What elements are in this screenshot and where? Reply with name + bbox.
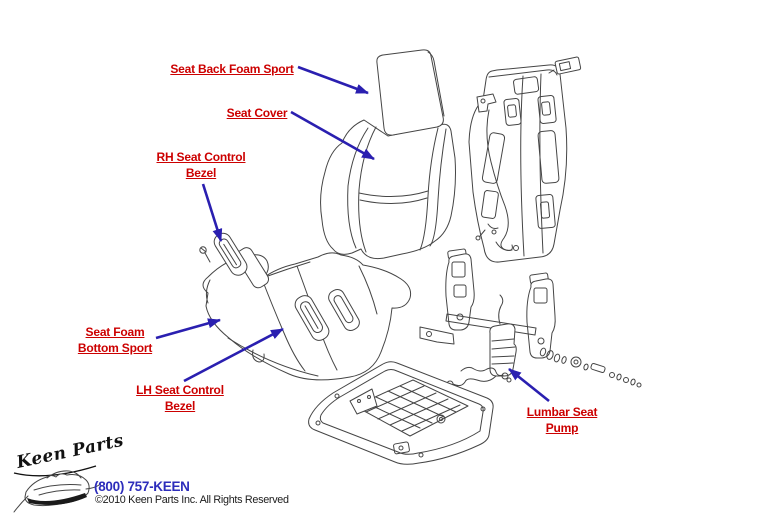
label-line: Lumbar Seat xyxy=(526,405,598,419)
pan-wire xyxy=(460,366,504,377)
seat-back-assembly xyxy=(320,49,456,260)
label-seat-back-foam-sport[interactable]: Seat Back Foam Sport xyxy=(157,61,307,77)
lh-control-bezel-a xyxy=(294,295,330,341)
pump-wire xyxy=(452,375,497,387)
headrest-bracket xyxy=(554,56,582,75)
copyright-text: ©2010 Keen Parts Inc. All Rights Reserve… xyxy=(95,494,289,506)
label-line: Bezel xyxy=(185,166,217,180)
label-line: Seat Foam xyxy=(85,325,145,339)
side-hook xyxy=(476,93,497,113)
arrow-seat-cover xyxy=(290,110,375,161)
label-rh-seat-control-bezel[interactable]: RH Seat Control Bezel xyxy=(136,149,266,181)
bezel-screw xyxy=(199,246,211,263)
lumbar-pump-assembly xyxy=(419,248,642,388)
seat-bottom-foam-assembly xyxy=(199,232,412,381)
lumbar-pump xyxy=(489,323,517,377)
label-line: RH Seat Control xyxy=(156,150,246,164)
arrow-seat-foam-bottom-sport xyxy=(155,318,221,340)
label-line: Seat Cover xyxy=(226,106,288,120)
headrest xyxy=(376,49,444,136)
seat-bottom-pan xyxy=(308,361,512,465)
label-lumbar-seat-pump[interactable]: Lumbar Seat Pump xyxy=(502,404,622,436)
label-line: Bezel xyxy=(164,399,196,413)
arrow-rh-seat-control-bezel xyxy=(201,183,223,242)
label-seat-cover[interactable]: Seat Cover xyxy=(197,105,317,121)
label-line: Bottom Sport xyxy=(77,341,153,355)
label-line: Pump xyxy=(545,421,579,435)
leader-arrows xyxy=(155,65,550,403)
label-line: LH Seat Control xyxy=(136,383,224,397)
corvette-sketch xyxy=(13,470,100,513)
seat-back-frame xyxy=(468,56,582,263)
phone-number[interactable]: (800) 757-KEEN xyxy=(94,479,190,494)
label-lh-seat-control-bezel[interactable]: LH Seat Control Bezel xyxy=(115,382,245,414)
exploded-hardware xyxy=(539,347,642,388)
arrow-seat-back-foam-sport xyxy=(297,65,369,95)
rh-control-bezel xyxy=(213,232,248,276)
arrow-lh-seat-control-bezel xyxy=(183,327,284,383)
logo-script-text: Keen Parts xyxy=(14,431,126,473)
arrow-lumbar-seat-pump xyxy=(508,367,550,403)
label-line: Seat Back Foam Sport xyxy=(170,62,294,76)
label-seat-foam-bottom-sport[interactable]: Seat Foam Bottom Sport xyxy=(55,324,175,356)
lh-control-bezel-b xyxy=(328,289,360,331)
